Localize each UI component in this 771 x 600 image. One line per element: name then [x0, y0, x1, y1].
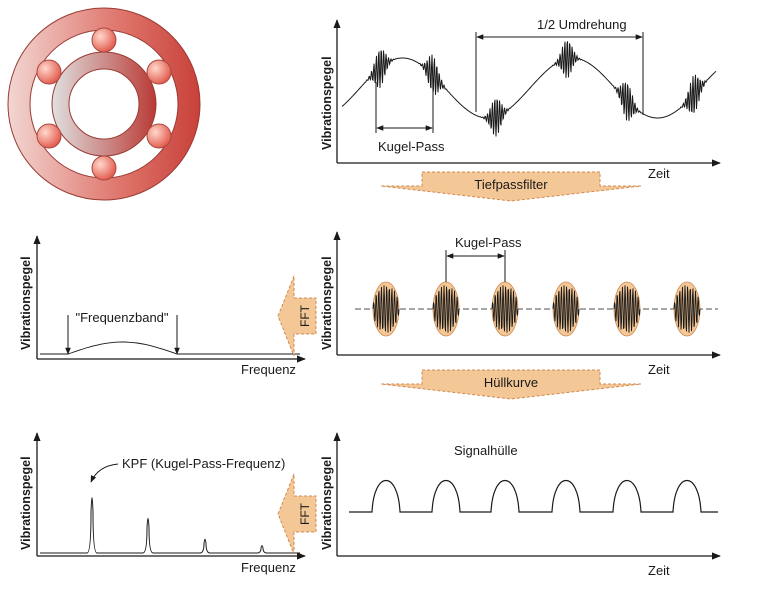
kpf-peaks-trace — [40, 497, 300, 554]
raw-x-label: Zeit — [648, 166, 670, 181]
frequency-band-label: "Frequenzband" — [75, 310, 168, 325]
frequency-band-trace — [40, 341, 300, 355]
panel-raw-signal: Vibrationspegel Zeit Kugel-Pass 1/2 Umdr… — [320, 17, 721, 181]
envelope-y-label: Vibrationspegel — [320, 456, 334, 550]
burst-wave-1 — [372, 285, 400, 333]
panel-spectrum: Vibrationspegel Frequenz "Frequenzband" — [19, 235, 306, 377]
raw-signal-trace — [341, 41, 717, 137]
kpf-y-label: Vibrationspegel — [19, 456, 33, 550]
fft-label-2: FFT — [298, 502, 312, 525]
down-arrow-envelope: Hüllkurve — [380, 369, 642, 400]
bearing-balls — [36, 27, 172, 181]
burst-wave-2 — [432, 285, 460, 333]
burst-wave-3 — [491, 285, 519, 333]
filtered-bursts — [372, 281, 701, 337]
spectrum-y-label: Vibrationspegel — [19, 256, 33, 350]
panel-filtered: Vibrationspegel Zeit Kugel-Pass — [320, 231, 721, 377]
kpf-pointer-arrow — [90, 463, 119, 483]
filtered-y-label: Vibrationspegel — [320, 256, 334, 350]
envelope-x-label: Zeit — [648, 563, 670, 578]
kpf-x-label: Frequenz — [241, 560, 296, 575]
burst-wave-5 — [613, 285, 641, 333]
kpf-peak-label: KPF (Kugel-Pass-Frequenz) — [122, 456, 285, 471]
filtered-ball-pass-label: Kugel-Pass — [455, 235, 522, 250]
down-arrow-filter: Tiefpassfilter — [380, 171, 642, 202]
panel-envelope: Vibrationspegel Zeit Signalhülle — [320, 432, 721, 578]
burst-wave-6 — [673, 285, 701, 333]
half-rev-label: 1/2 Umdrehung — [537, 17, 627, 32]
filtered-x-label: Zeit — [648, 362, 670, 377]
left-arrow-fft: FFT — [277, 275, 317, 357]
envelope-trace — [349, 480, 718, 513]
burst-wave-4 — [552, 285, 580, 333]
envelope-title: Signalhülle — [454, 443, 518, 458]
bearing-illustration — [7, 7, 201, 201]
raw-ball-pass-label: Kugel-Pass — [378, 139, 445, 154]
spectrum-x-label: Frequenz — [241, 362, 296, 377]
raw-y-label: Vibrationspegel — [320, 56, 334, 150]
envelope-arrow-label: Hüllkurve — [484, 375, 538, 390]
fft-label-1: FFT — [298, 304, 312, 327]
panel-kpf: Vibrationspegel Frequenz KPF (Kugel-Pass… — [19, 432, 306, 575]
left-arrow-fft-2: FFT — [277, 473, 317, 555]
filter-label: Tiefpassfilter — [474, 177, 548, 192]
